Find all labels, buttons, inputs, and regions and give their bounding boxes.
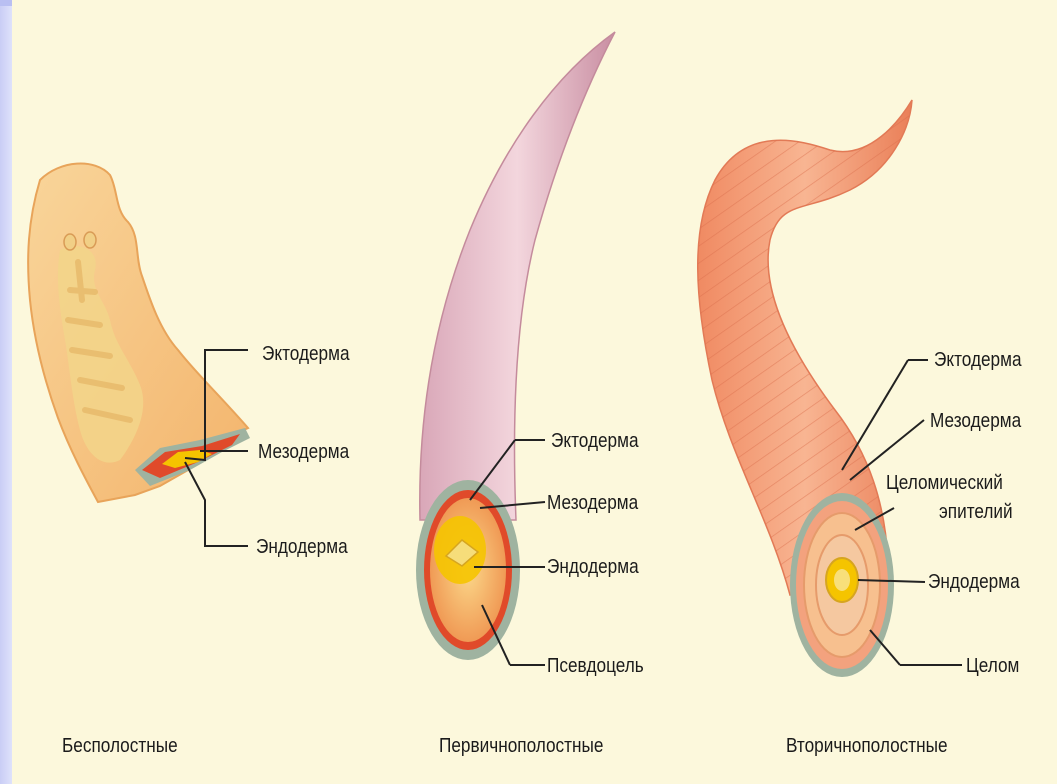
label-mesoderm-2: Мезодерма	[547, 491, 638, 515]
label-ectoderm-1: Эктодерма	[262, 342, 350, 366]
label-mesoderm-3: Мезодерма	[930, 409, 1021, 433]
annelid-illustration	[698, 100, 962, 677]
label-endoderm-1: Эндодерма	[256, 535, 348, 559]
label-pseudocoel-2: Псевдоцель	[547, 654, 644, 678]
label-coelomic-3: Целомический	[886, 471, 1003, 495]
label-mesoderm-1: Мезодерма	[258, 440, 349, 464]
caption-coelomate: Вторичнополостные	[786, 735, 948, 758]
label-endoderm-2: Эндодерма	[547, 555, 639, 579]
label-coelom-3: Целом	[966, 654, 1019, 678]
caption-pseudocoelomate: Первичнополостные	[439, 735, 603, 758]
label-ectoderm-2: Эктодерма	[551, 429, 639, 453]
label-endoderm-3: Эндодерма	[928, 570, 1020, 594]
label-ectoderm-3: Эктодерма	[934, 348, 1022, 372]
flatworm-illustration	[28, 164, 250, 546]
label-epithelium-3: эпителий	[939, 500, 1013, 524]
caption-acoelomate: Бесполостные	[62, 735, 178, 758]
